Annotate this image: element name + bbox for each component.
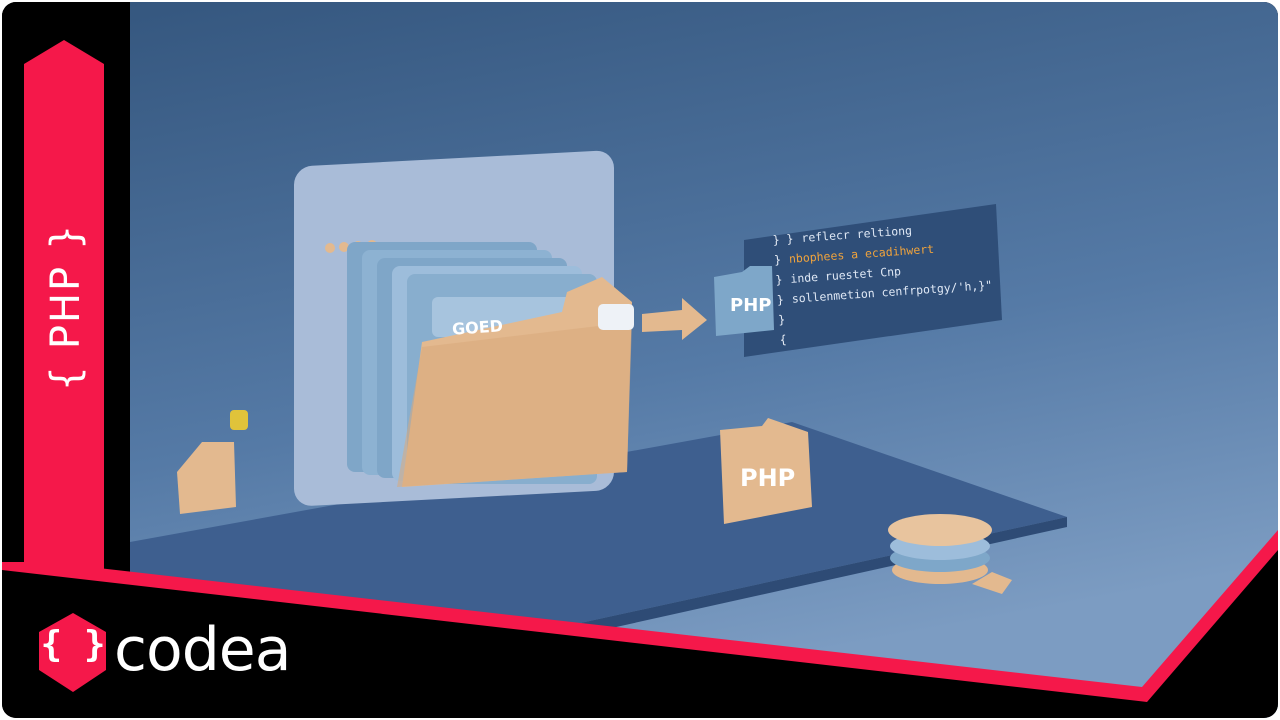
accent-stripe [2,530,1278,702]
code-bracket: } [777,312,786,327]
block-shape [177,442,236,514]
php-folder-icon [720,418,812,524]
platform [130,422,1067,627]
folder-clip [598,304,634,330]
code-bracket: } [776,292,785,307]
code-bracket: } [774,272,783,287]
code-panel [744,204,1002,357]
sidebar-ribbon [24,40,104,572]
code-bracket: { [779,332,788,347]
code-snippet: } }reflecr reltiong }nbophees a ecadihwe… [772,215,996,350]
brand-name: codea [114,615,291,685]
sidebar-label: { PHP } [43,222,89,392]
arrow-icon [642,298,707,340]
logo-braces-icon: { } [40,624,106,665]
logo-hexagon [39,613,106,692]
php-badge-folder [714,266,774,336]
php-folder-label: PHP [740,464,796,492]
code-bracket: } [773,252,782,267]
gear-stack-icon [888,514,1012,594]
folder-tab-label: GOED [451,316,504,339]
cylinder-shape [230,410,248,430]
code-bracket: } } [772,231,794,247]
php-badge-label: PHP [730,295,772,316]
